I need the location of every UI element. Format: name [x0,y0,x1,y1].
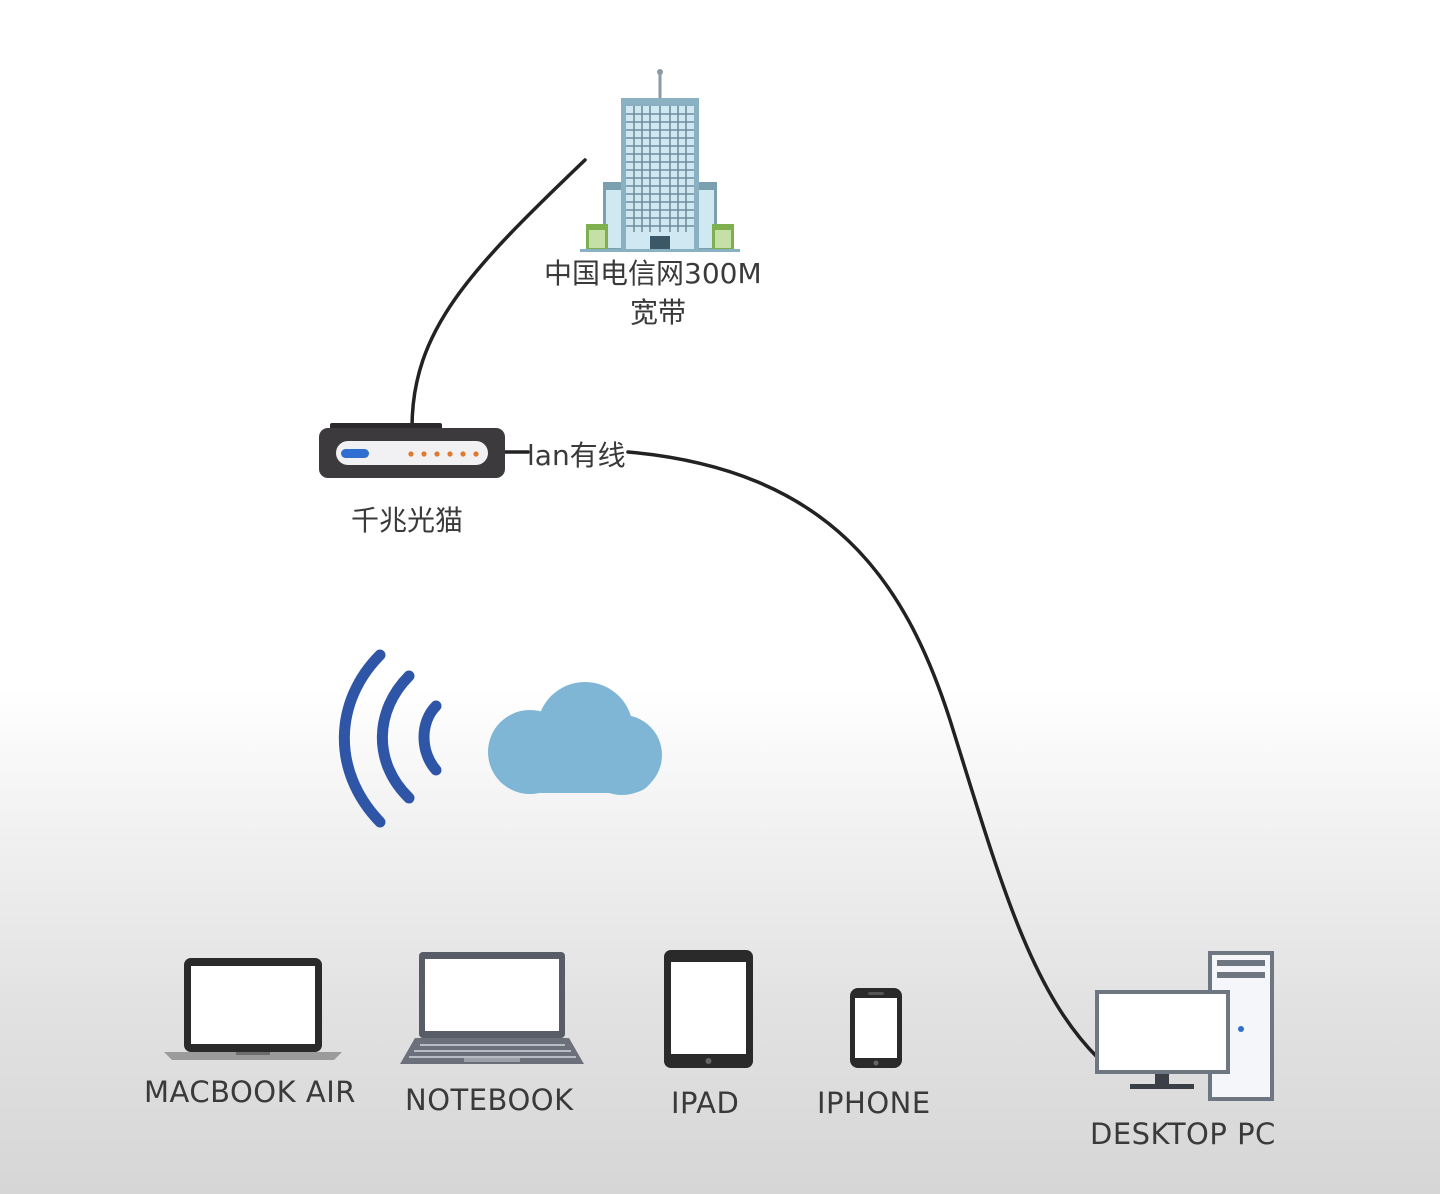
router-icon [319,423,505,478]
modem-label: 千兆光猫 [351,504,464,537]
device-label-ipad: IPAD [671,1086,740,1120]
ipad-icon [664,950,753,1068]
iphone-icon [850,988,902,1068]
lan-link-label: lan有线 [527,439,626,472]
cloud-icon [488,682,662,795]
isp-cable [410,158,587,430]
wifi-wave-middle [376,670,415,804]
wifi-wave-outer [338,649,386,828]
isp-label-line1: 中国电信网300M [544,257,762,290]
office-building-icon [580,69,740,252]
lan-cable [503,450,1100,1060]
notebook-icon [400,952,584,1064]
device-label-macbook-air: MACBOOK AIR [144,1075,356,1109]
device-label-iphone: IPHONE [817,1086,931,1120]
macbook-air-icon [164,958,342,1060]
wifi-signal-icon [338,649,442,828]
desktop-pc-icon [1095,951,1274,1101]
wifi-wave-inner [418,700,442,776]
isp-label-line2: 宽带 [630,296,687,329]
building-windows [626,106,694,232]
device-label-desktop-pc: DESKTOP PC [1090,1117,1276,1151]
device-label-notebook: NOTEBOOK [405,1083,574,1117]
